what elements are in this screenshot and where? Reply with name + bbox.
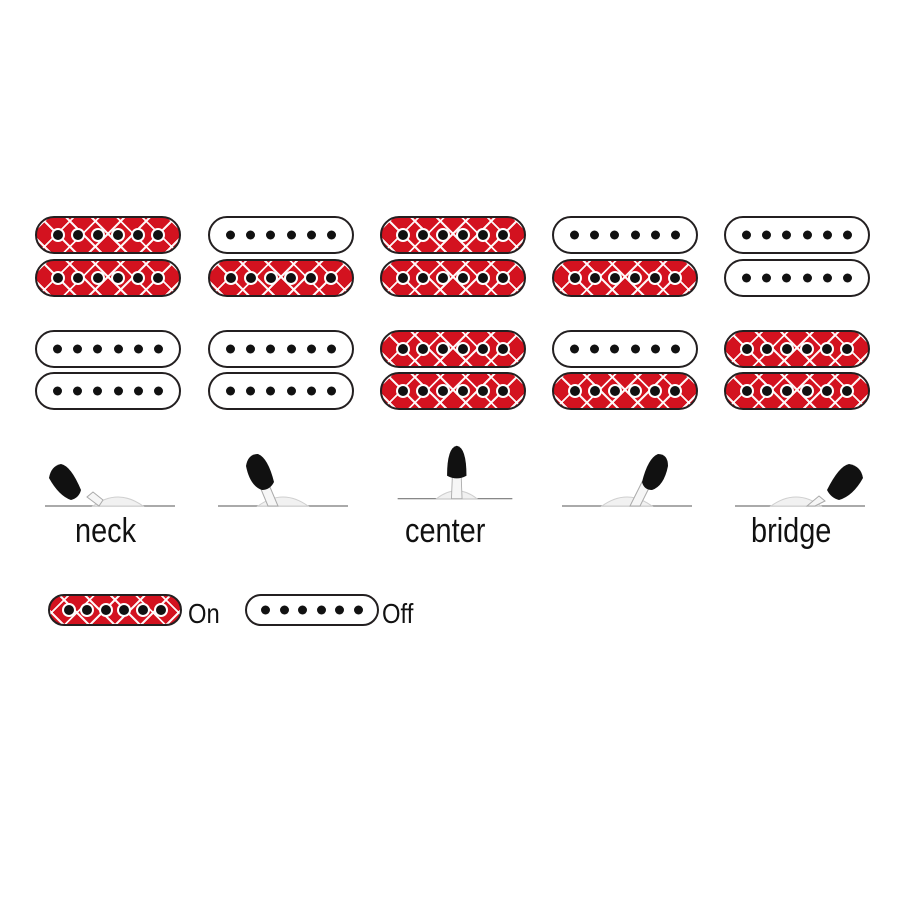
selector-lever-icon-center [397,445,513,500]
coil-col2-bottom-lower [208,372,354,410]
coil-col4-top-upper [552,216,698,254]
legend-on-label: On [188,598,220,629]
selector-lever-icon-bridge [735,464,865,507]
pole-pieces [226,344,336,354]
position-label-center: center [405,512,486,550]
coil-col4-top-lower [552,259,698,297]
pole-pieces [53,344,163,354]
pole-pieces [742,230,852,240]
legend-on-coil-icon [48,594,182,626]
pole-pieces [398,386,508,396]
position-label-bridge: bridge [751,512,832,550]
coil-col2-bottom-upper [208,330,354,368]
selector-lever-icon-neck [45,464,175,507]
coil-col4-bottom-lower [552,372,698,410]
pole-pieces [226,273,336,283]
pole-pieces [53,230,163,240]
selector-lever-icon-neck-center [218,454,348,507]
coil-col1-top-lower [35,259,181,297]
pole-pieces [64,605,166,615]
pole-pieces [570,344,680,354]
pole-pieces [742,344,852,354]
pole-pieces [398,230,508,240]
pole-pieces [226,386,336,396]
selector-lever-icon-center-bridge [562,454,692,507]
coil-col2-top-upper [208,216,354,254]
pole-pieces [742,386,852,396]
legend-off-label: Off [382,598,414,629]
coil-col1-bottom-upper [35,330,181,368]
pole-pieces [226,230,336,240]
coil-col5-bottom-lower [724,372,870,410]
coil-col3-top-upper [380,216,526,254]
coil-col5-bottom-upper [724,330,870,368]
legend-off-coil-icon [245,594,379,626]
coil-col5-top-upper [724,216,870,254]
position-label-neck: neck [75,512,137,550]
pole-pieces [261,605,363,615]
coil-col3-top-lower [380,259,526,297]
pole-pieces [398,344,508,354]
coil-col3-bottom-upper [380,330,526,368]
pole-pieces [398,273,508,283]
coil-col1-top-upper [35,216,181,254]
coil-col1-bottom-lower [35,372,181,410]
pole-pieces [570,230,680,240]
pole-pieces [570,386,680,396]
pole-pieces [53,386,163,396]
coil-col3-bottom-lower [380,372,526,410]
coil-col5-top-lower [724,259,870,297]
pole-pieces [742,273,852,283]
coil-col2-top-lower [208,259,354,297]
pole-pieces [53,273,163,283]
coil-col4-bottom-upper [552,330,698,368]
pole-pieces [570,273,680,283]
